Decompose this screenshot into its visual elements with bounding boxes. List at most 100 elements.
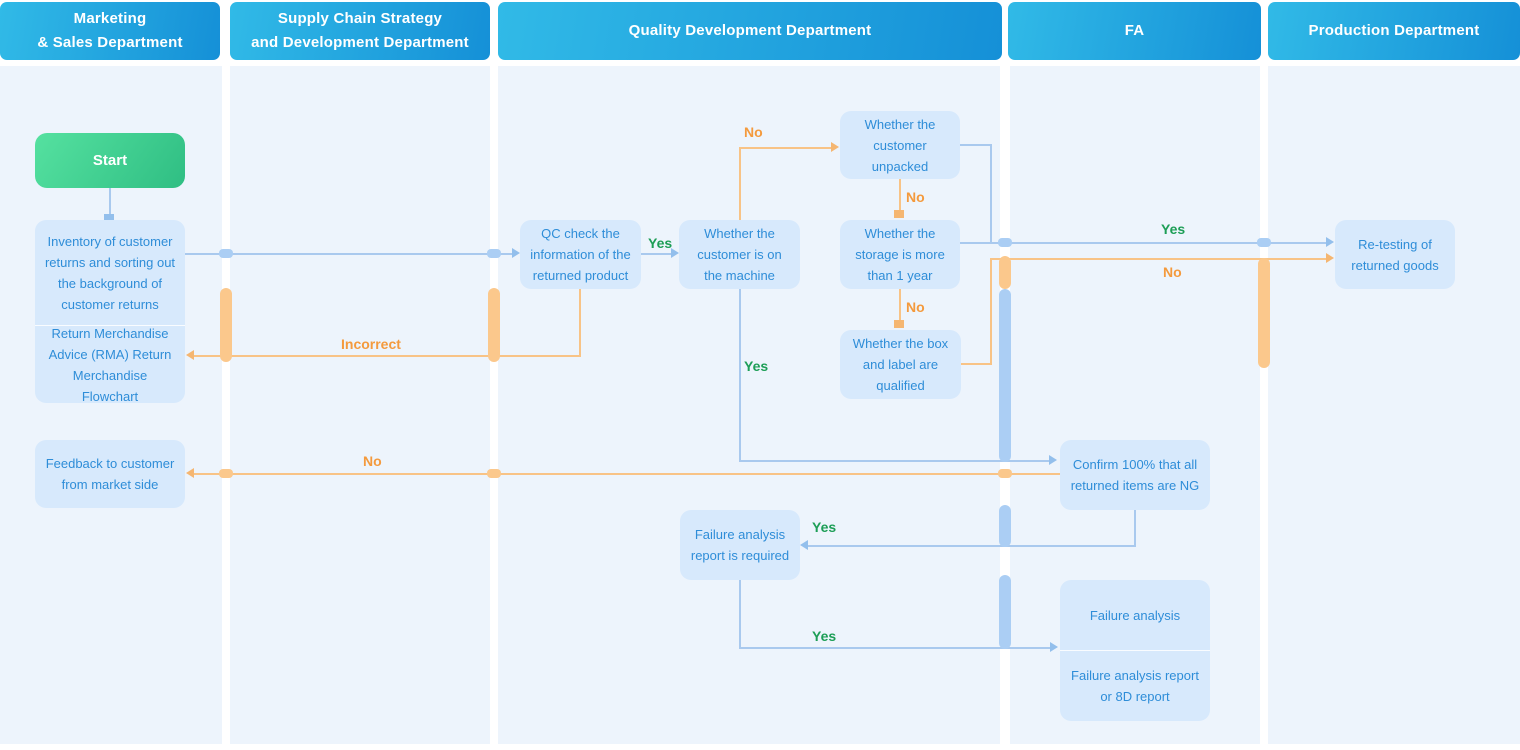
connector-storage-no-to-boxlabel (899, 289, 901, 322)
arrowhead-down-icon (104, 214, 114, 222)
lane-quality-development (498, 66, 1000, 744)
node-label: Failure analysis report is required (690, 527, 790, 563)
node-failure-analysis-report-required[interactable]: Failure analysis report is required (680, 510, 800, 580)
edge-label-yes: Yes (648, 235, 673, 251)
node-label: Feedback to customer from market side (45, 456, 175, 492)
lane-header-supply-chain[interactable]: Supply Chain Strategy and Development De… (230, 2, 490, 60)
lane-title: FA (1124, 22, 1145, 39)
node-box-and-label-qualified[interactable]: Whether the box and label are qualified (840, 330, 961, 399)
lane-crossing-marker (487, 249, 501, 258)
arrowhead-right-icon (1326, 253, 1334, 263)
connector-start-to-inventory (109, 188, 111, 216)
connector-boxlabel-no-h1 (960, 363, 992, 365)
node-customer-on-machine[interactable]: Whether the customer is on the machine (679, 220, 800, 289)
arrowhead-left-icon (186, 468, 194, 478)
node-inventory[interactable]: Inventory of customer returns and sortin… (35, 220, 185, 325)
arrowhead-down-icon (894, 320, 904, 328)
edge-label-yes: Yes (812, 628, 837, 644)
edge-label-no: No (1163, 264, 1182, 280)
node-qc-check[interactable]: QC check the information of the returned… (520, 220, 641, 289)
connector-onmachine-yes-v (739, 289, 741, 461)
arrowhead-right-icon (1049, 455, 1057, 465)
connector-boxlabel-no-to-retesting (990, 258, 1327, 260)
node-retesting-returned-goods[interactable]: Re-testing of returned goods (1335, 220, 1455, 289)
arrowhead-down-icon (894, 210, 904, 218)
edge-label-no: No (363, 453, 382, 469)
lane-crossing-marker (998, 238, 1012, 247)
lane-supply-chain (230, 66, 490, 744)
lane-crossing-bar (999, 575, 1011, 649)
connector-fareport-yes-v (739, 580, 741, 649)
arrowhead-right-icon (1050, 642, 1058, 652)
node-label: Whether the storage is more than 1 year (855, 226, 945, 283)
lane-crossing-marker (998, 469, 1012, 478)
lane-title: Marketing & Sales Department (37, 10, 183, 51)
connector-unpacked-no-to-storage (899, 178, 901, 210)
lane-crossing-bar (999, 256, 1011, 289)
node-label: Return Merchandise Advice (RMA) Return M… (48, 325, 172, 404)
lane-crossing-bar (220, 288, 232, 362)
node-customer-unpacked[interactable]: Whether the customer unpacked (840, 111, 960, 179)
connector-onmachine-no-to-unpacked (739, 147, 831, 149)
arrowhead-right-icon (512, 248, 520, 258)
node-confirm-100-ng[interactable]: Confirm 100% that all returned items are… (1060, 440, 1210, 510)
node-label: Failure analysis (1089, 607, 1181, 623)
edge-label-yes: Yes (1161, 221, 1186, 237)
node-label: Whether the box and label are qualified (852, 336, 949, 393)
arrowhead-left-icon (186, 350, 194, 360)
edge-label-no: No (906, 299, 925, 315)
lane-crossing-marker (219, 249, 233, 258)
connector-qc-incorrect-v (579, 289, 581, 356)
node-failure-analysis-report-8d[interactable]: Failure analysis report or 8D report (1060, 650, 1210, 721)
node-failure-analysis[interactable]: Failure analysis (1060, 580, 1210, 650)
connector-unpacked-yes-h (960, 144, 992, 146)
node-label: Whether the customer unpacked (864, 116, 936, 174)
edge-label-yes: Yes (812, 519, 837, 535)
lane-crossing-bar (488, 288, 500, 362)
connector-onmachine-yes-to-confirm (739, 460, 1049, 462)
node-label: Start (92, 152, 128, 169)
edge-label-no: No (744, 124, 763, 140)
node-label: Inventory of customer returns and sortin… (44, 233, 176, 312)
lane-crossing-bar (999, 505, 1011, 547)
lane-title: Production Department (1308, 22, 1480, 39)
node-feedback-to-customer[interactable]: Feedback to customer from market side (35, 440, 185, 508)
lane-title: Supply Chain Strategy and Development De… (251, 10, 469, 51)
arrowhead-left-icon (800, 540, 808, 550)
connector-onmachine-no-v (739, 148, 741, 220)
connector-fareport-yes-to-fa (739, 647, 1050, 649)
node-label: QC check the information of the returned… (530, 226, 631, 283)
lane-header-quality-development[interactable]: Quality Development Department (498, 2, 1002, 60)
lane-header-production[interactable]: Production Department (1268, 2, 1520, 60)
node-start[interactable]: Start (35, 133, 185, 188)
node-rma-document[interactable]: Return Merchandise Advice (RMA) Return M… (35, 325, 185, 404)
connector-qc-to-onmachine (641, 253, 672, 255)
connector-boxlabel-no-v (990, 258, 992, 365)
connector-confirm-yes-v (1134, 510, 1136, 547)
lane-crossing-bar (999, 289, 1011, 462)
node-group-failure-analysis[interactable]: Failure analysis Failure analysis report… (1060, 580, 1210, 721)
lane-header-fa[interactable]: FA (1008, 2, 1261, 60)
lane-production (1268, 66, 1520, 744)
node-storage-more-than-1-year[interactable]: Whether the storage is more than 1 year (840, 220, 960, 289)
connector-inventory-to-qc (185, 253, 512, 255)
connector-qc-incorrect-to-rma (194, 355, 581, 357)
lane-header-marketing-sales[interactable]: Marketing & Sales Department (0, 2, 220, 60)
node-label: Confirm 100% that all returned items are… (1070, 457, 1200, 493)
arrowhead-right-icon (1326, 237, 1334, 247)
arrowhead-right-icon (831, 142, 839, 152)
lane-crossing-marker (219, 469, 233, 478)
connector-storage-yes-to-retesting (960, 242, 1327, 244)
node-label: Whether the customer is on the machine (697, 226, 782, 283)
edge-label-incorrect: Incorrect (341, 336, 401, 352)
connector-unpacked-yes-v (990, 144, 992, 243)
connector-confirm-no-to-feedback (194, 473, 1060, 475)
node-group-inventory-rma[interactable]: Inventory of customer returns and sortin… (35, 220, 185, 404)
lane-crossing-marker (1257, 238, 1271, 247)
arrowhead-right-icon (671, 248, 679, 258)
edge-label-no: No (906, 189, 925, 205)
lane-title: Quality Development Department (628, 22, 872, 39)
node-label: Re-testing of returned goods (1351, 236, 1439, 273)
lane-crossing-marker (487, 469, 501, 478)
